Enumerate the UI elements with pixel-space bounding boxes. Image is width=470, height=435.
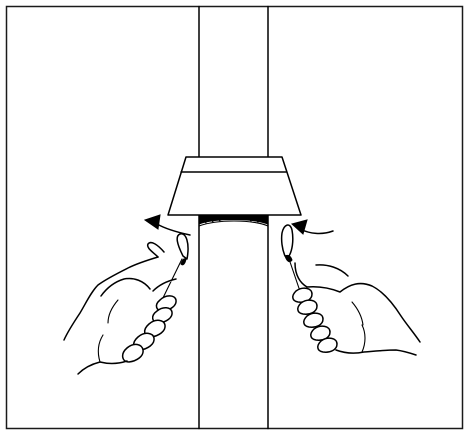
sealant-bead (198, 215, 269, 227)
left-hand (63, 241, 177, 375)
outer-border (5, 5, 464, 430)
left-swab (159, 233, 189, 305)
flared-collar (167, 156, 302, 216)
right-motion-arrow (290, 219, 334, 235)
right-hand (292, 262, 421, 356)
left-motion-arrow (143, 214, 191, 236)
